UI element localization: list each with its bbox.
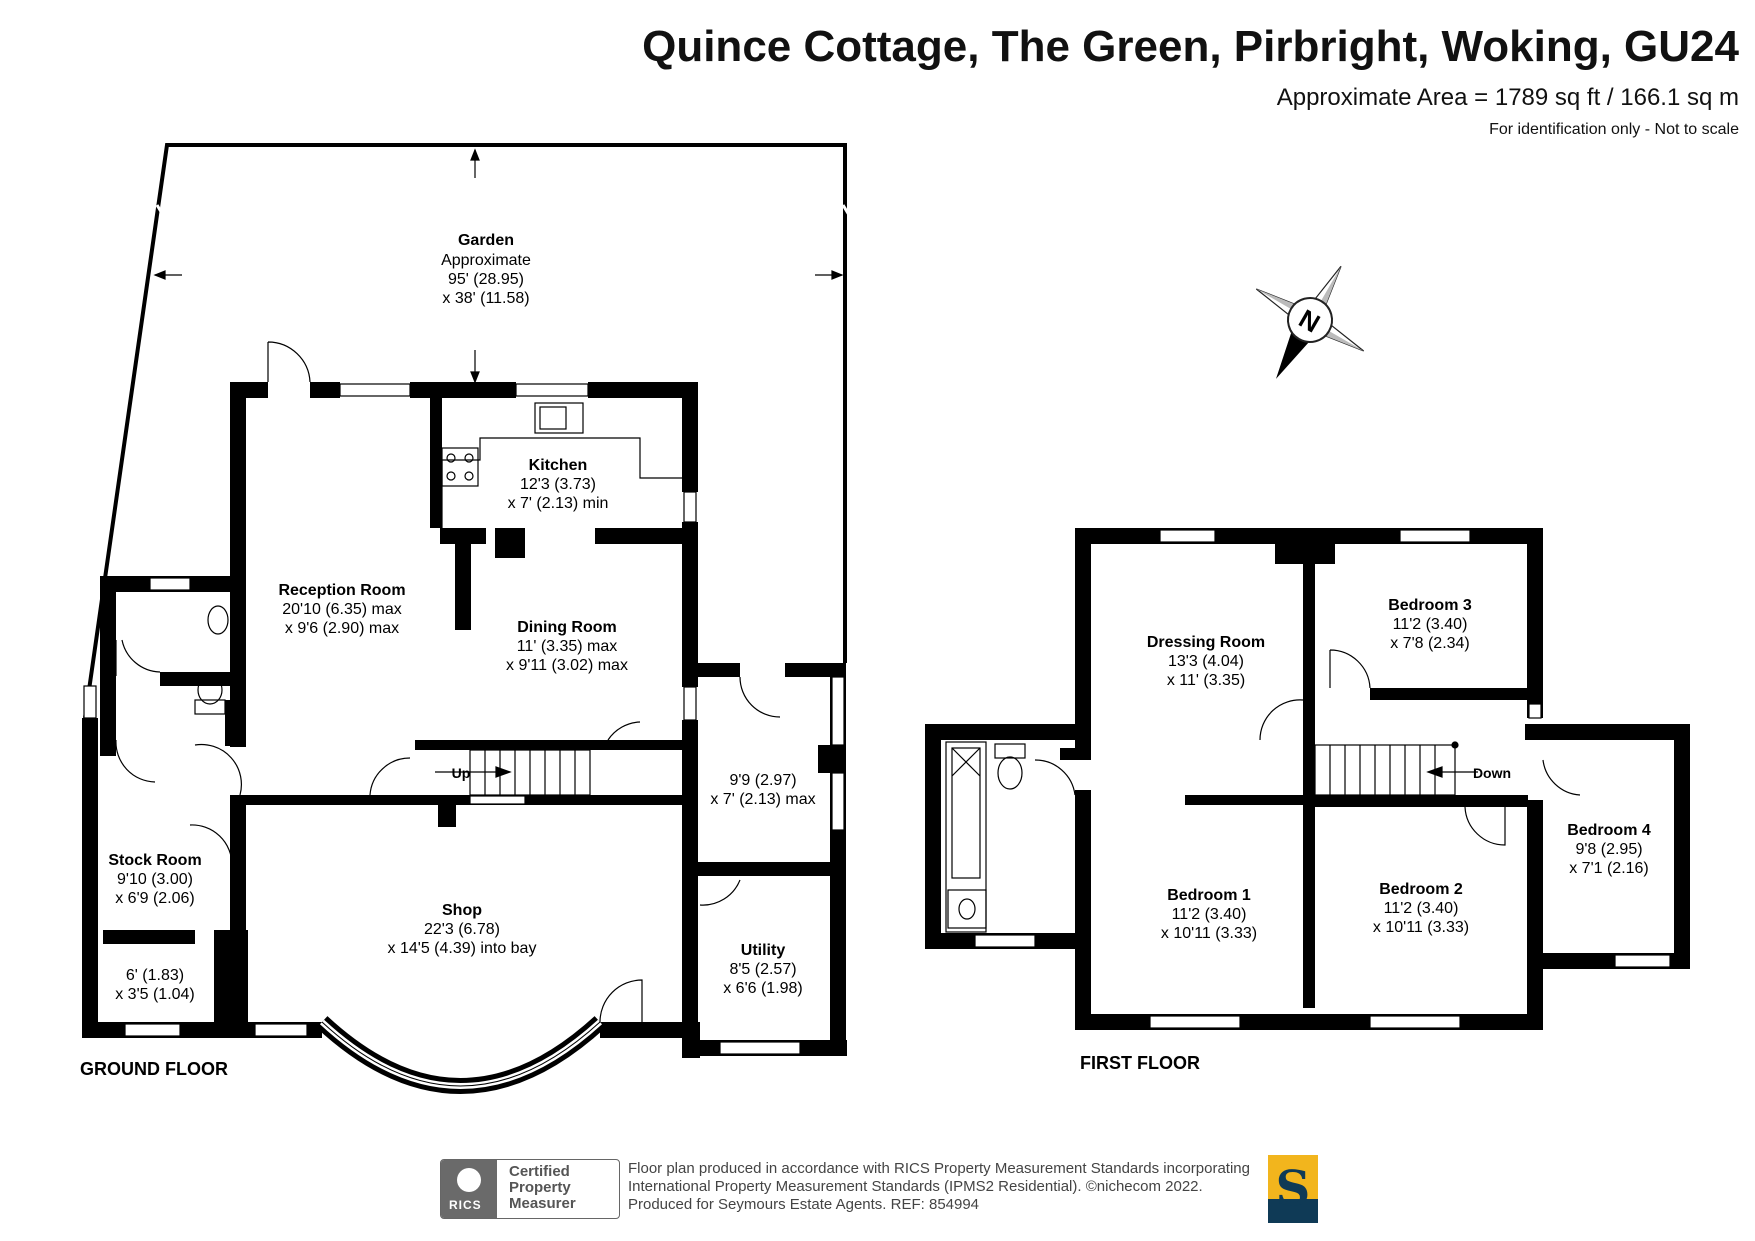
ground-walls: [82, 382, 847, 1058]
footer-notes: Floor plan produced in accordance with R…: [628, 1160, 1250, 1214]
cloakroom-fixtures: [194, 605, 229, 715]
dressing-room-line1: 13'3 (4.04): [1168, 653, 1244, 670]
garden-line3: x 38' (11.58): [442, 290, 529, 307]
ground-windows: [83, 383, 845, 1055]
bedroom-4-name: Bedroom 4: [1567, 822, 1651, 839]
store-line2: x 3'5 (1.04): [115, 986, 195, 1003]
bathroom-fixtures: [945, 741, 1026, 933]
bedroom-3-line2: x 7'8 (2.34): [1390, 635, 1470, 652]
utility-name: Utility: [741, 942, 786, 959]
footer-line3: Produced for Seymours Estate Agents. REF…: [628, 1196, 980, 1213]
room-labels: Garden Approximate 95' (28.95) x 38' (11…: [108, 232, 1651, 1003]
kitchen-name: Kitchen: [529, 457, 588, 474]
reception-name: Reception Room: [278, 582, 405, 599]
approximate-area: Approximate Area = 1789 sq ft / 166.1 sq…: [1276, 84, 1739, 111]
footer-line1: Floor plan produced in accordance with R…: [628, 1160, 1250, 1177]
hall-line2: x 7' (2.13) max: [710, 791, 815, 808]
stock-room-line1: 9'10 (3.00): [117, 871, 193, 888]
store-line1: 6' (1.83): [126, 967, 184, 984]
kitchen-counters: [441, 402, 682, 528]
garden-name: Garden: [458, 232, 514, 249]
shop-name: Shop: [442, 902, 482, 919]
first-floor-label: FIRST FLOOR: [1080, 1053, 1200, 1073]
dining-line1: 11' (3.35) max: [517, 638, 618, 655]
bedroom-1-line1: 11'2 (3.40): [1172, 906, 1247, 923]
rics-logo: RICS: [441, 1160, 497, 1218]
hall-line1: 9'9 (2.97): [729, 772, 796, 789]
bedroom-3-name: Bedroom 3: [1388, 597, 1472, 614]
shop-line1: 22'3 (6.78): [424, 921, 500, 938]
ground-floor-plan: [82, 143, 851, 1094]
ground-doors: [115, 341, 781, 1023]
utility-line2: x 6'6 (1.98): [723, 980, 803, 997]
kitchen-line1: 12'3 (3.73): [520, 476, 596, 493]
dining-name: Dining Room: [517, 619, 617, 636]
first-stairs[interactable]: [1314, 741, 1478, 796]
first-floor-plan: [925, 528, 1690, 1030]
bedroom-4-line1: 9'8 (2.95): [1575, 841, 1642, 858]
bedroom-4-line2: x 7'1 (2.16): [1569, 860, 1649, 877]
kitchen-line2: x 7' (2.13) min: [508, 495, 609, 512]
ground-floor-label: GROUND FLOOR: [80, 1059, 228, 1079]
first-windows: [974, 529, 1671, 1029]
dining-line2: x 9'11 (3.02) max: [506, 657, 628, 674]
rics-line2: Property: [509, 1179, 571, 1196]
rics-certified-badge: RICS Certified Property Measurer: [440, 1159, 620, 1219]
garden-line1: Approximate: [441, 252, 531, 269]
garden-dimension-arrows: [153, 148, 844, 384]
bedroom-2-name: Bedroom 2: [1379, 881, 1463, 898]
first-walls: [925, 528, 1690, 1030]
ground-stairs[interactable]: [435, 749, 591, 796]
bedroom-2-line1: 11'2 (3.40): [1384, 900, 1459, 917]
stock-room-line2: x 6'9 (2.06): [115, 890, 195, 907]
garden-boundary: [83, 143, 847, 719]
dressing-room-name: Dressing Room: [1147, 634, 1265, 651]
rics-line3: Measurer: [509, 1195, 576, 1212]
shop-line2: x 14'5 (4.39) into bay: [388, 940, 537, 957]
seymours-logo: S: [1268, 1155, 1318, 1223]
footer-line2: International Property Measurement Stand…: [628, 1178, 1203, 1195]
compass-icon: [1255, 265, 1365, 379]
bedroom-1-name: Bedroom 1: [1167, 887, 1251, 904]
identification-note: For identification only - Not to scale: [1489, 121, 1739, 138]
bedroom-3-line1: 11'2 (3.40): [1393, 616, 1468, 633]
stairs-up-label: Up: [452, 765, 471, 781]
reception-line1: 20'10 (6.35) max: [282, 601, 402, 618]
bedroom-1-line2: x 10'11 (3.33): [1161, 925, 1257, 942]
bedroom-2-line2: x 10'11 (3.33): [1373, 919, 1469, 936]
garden-line2: 95' (28.95): [448, 271, 524, 288]
dressing-room-line2: x 11' (3.35): [1167, 672, 1245, 689]
stock-room-name: Stock Room: [108, 852, 201, 869]
page-title: Quince Cottage, The Green, Pirbright, Wo…: [642, 22, 1739, 71]
first-doors: [1034, 649, 1581, 846]
utility-line1: 8'5 (2.57): [729, 961, 796, 978]
rics-line1: Certified: [509, 1163, 570, 1180]
reception-line2: x 9'6 (2.90) max: [285, 620, 399, 637]
stairs-down-label: Down: [1473, 765, 1511, 781]
